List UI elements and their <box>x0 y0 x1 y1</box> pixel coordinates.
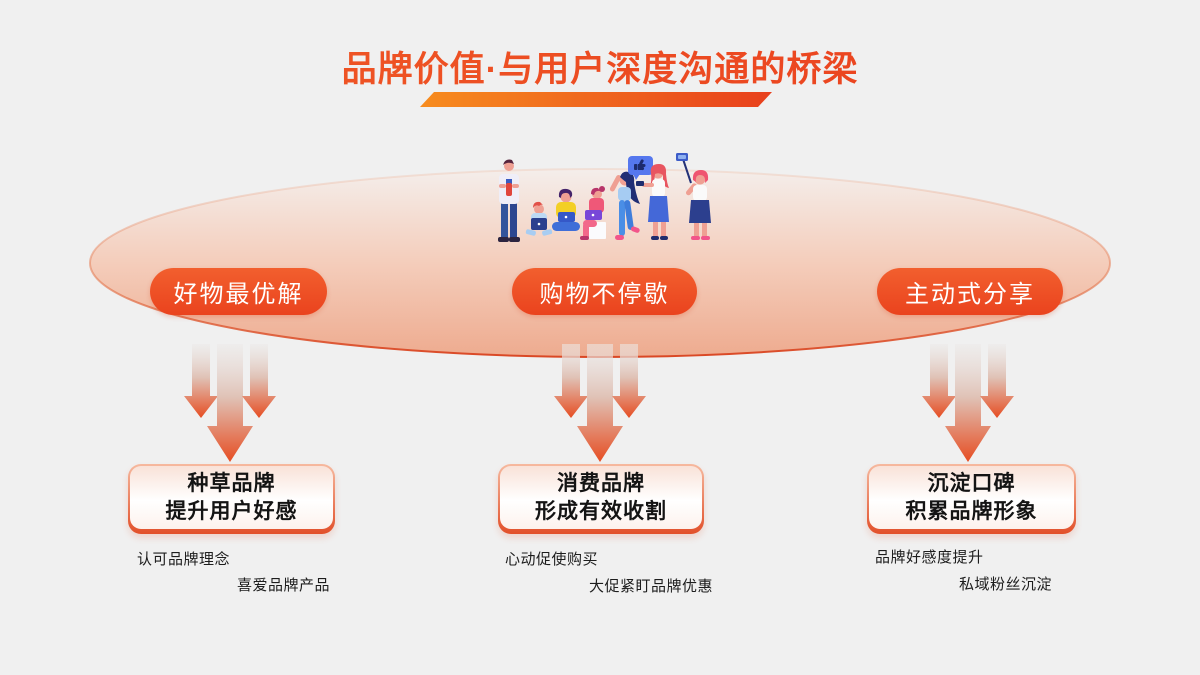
result-box-3-line-1: 沉淀口碑 <box>927 471 1016 495</box>
down-arrows-icon-3 <box>922 344 1014 462</box>
note-1-1: 认可品牌理念 <box>137 551 231 568</box>
stage-pill-2: 购物不停歇 <box>512 268 697 315</box>
person-cross-legged-with-laptop <box>552 188 580 231</box>
result-box-2-line-2: 形成有效收割 <box>535 499 667 523</box>
result-box-1: 种草品牌 提升用户好感 <box>128 464 335 534</box>
woman-sitting-with-laptop <box>580 186 606 240</box>
stage-pill-1: 好物最优解 <box>150 268 327 315</box>
down-arrows-icon-2 <box>554 344 646 462</box>
woman-taking-selfie <box>685 170 711 240</box>
result-box-1-line-2: 提升用户好感 <box>165 499 298 523</box>
note-1-2: 喜爱品牌产品 <box>237 577 331 594</box>
note-3-1: 品牌好感度提升 <box>875 549 984 566</box>
child-sitting-with-laptop <box>525 201 553 236</box>
standing-man-with-phone <box>498 159 520 242</box>
result-box-2: 消费品牌 形成有效收割 <box>498 464 704 534</box>
note-3-2: 私域粉丝沉淀 <box>959 576 1053 593</box>
note-2-1: 心动促使购买 <box>505 551 599 568</box>
people-group-icon <box>498 153 711 242</box>
people-illustration <box>486 150 718 246</box>
title-underline-bar <box>420 92 772 107</box>
woman-holding-phone <box>636 164 669 240</box>
page-title: 品牌价值·与用户深度沟通的桥梁 <box>0 41 1200 92</box>
result-box-3-line-2: 积累品牌形象 <box>905 499 1038 523</box>
woman-waving <box>609 171 640 240</box>
result-box-2-line-1: 消费品牌 <box>557 471 645 495</box>
stage-pill-3: 主动式分享 <box>877 268 1063 315</box>
result-box-1-line-1: 种草品牌 <box>187 471 276 495</box>
result-box-3: 沉淀口碑 积累品牌形象 <box>867 464 1076 534</box>
selfie-stick <box>676 153 692 184</box>
thumbs-up-speech-bubble <box>628 156 653 180</box>
note-2-2: 大促紧盯品牌优惠 <box>589 578 714 595</box>
down-arrows-icon-1 <box>184 344 276 462</box>
